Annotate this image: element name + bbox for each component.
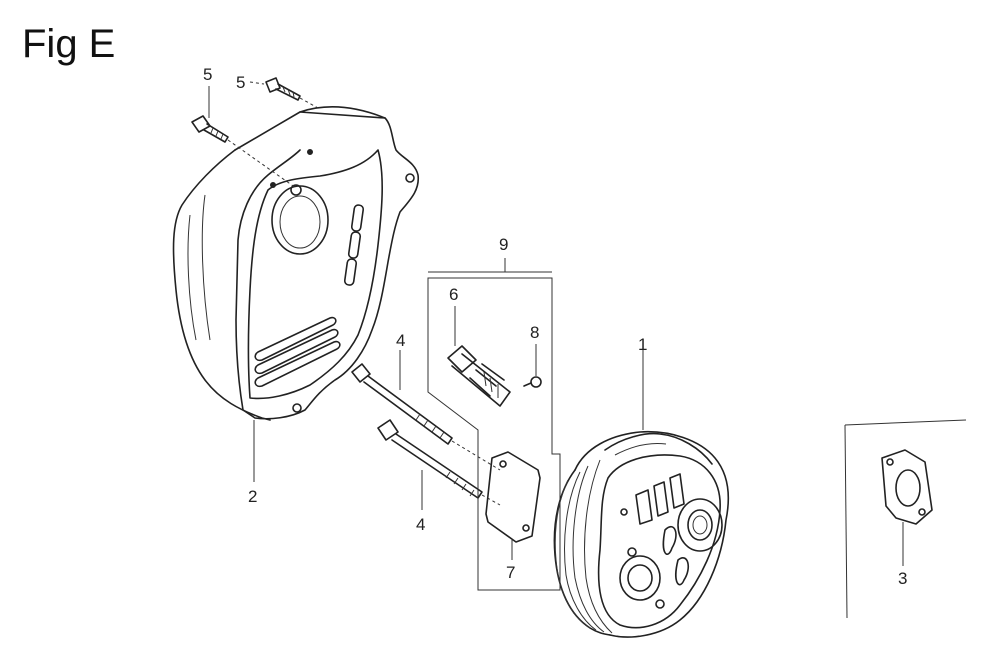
figure-title: Fig E xyxy=(22,22,116,66)
callout-6: 6 xyxy=(449,285,458,304)
callout-8: 8 xyxy=(530,323,539,342)
callout-7: 7 xyxy=(506,563,515,582)
spark-arrester-part xyxy=(447,345,511,407)
callout-5-upper: 5 xyxy=(236,73,245,92)
muffler-part xyxy=(553,430,730,638)
callout-3: 3 xyxy=(898,569,907,588)
long-bolt-lower-part xyxy=(377,419,483,499)
callout-5-lower: 5 xyxy=(203,65,212,84)
inset-frame xyxy=(844,419,967,619)
long-bolt-upper-part xyxy=(351,363,453,445)
spark-arrester-set-bracket xyxy=(427,258,561,591)
callout-1: 1 xyxy=(638,335,647,354)
flange-bolt-lower-part xyxy=(191,115,229,143)
leader-bolt-upper xyxy=(299,97,319,109)
leader-long-bolt-upper xyxy=(451,440,501,471)
muffler-gasket-part xyxy=(881,449,933,525)
tapping-screw-part xyxy=(523,376,542,388)
callout-2: 2 xyxy=(248,487,257,506)
callout-4-upper: 4 xyxy=(396,331,405,350)
callout-9: 9 xyxy=(499,235,508,254)
leader-bolt-lower xyxy=(227,139,297,189)
leader-long-bolt-lower xyxy=(481,494,501,506)
gasket-plate-part xyxy=(485,451,541,543)
flange-bolt-upper-part xyxy=(265,77,301,101)
muffler-protector-part xyxy=(172,106,420,421)
callout-4-lower: 4 xyxy=(416,515,425,534)
leader-5-upper xyxy=(249,81,265,85)
